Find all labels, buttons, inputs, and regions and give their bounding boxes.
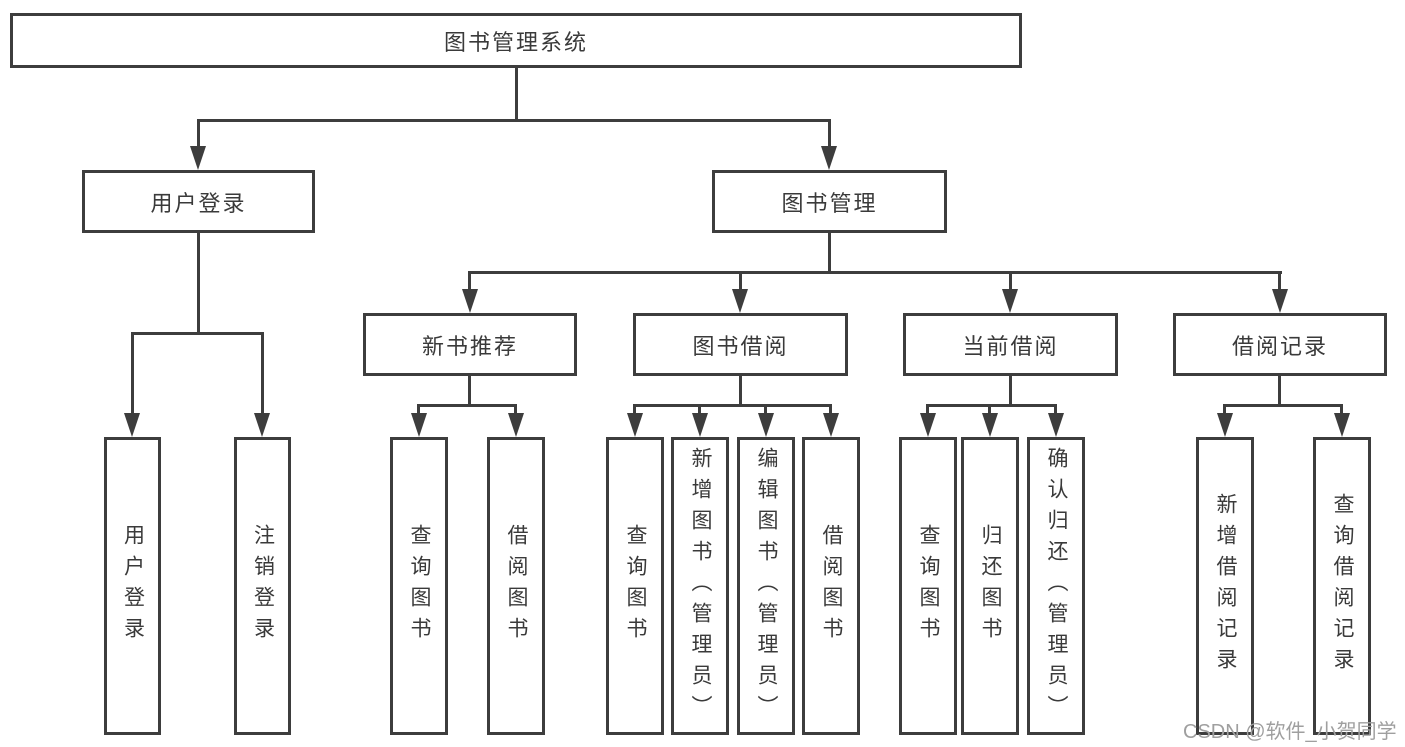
connector-book-mgmt-rail (468, 271, 1282, 274)
connector-drop (698, 404, 701, 417)
leaf-logout-label: 注销登录 (251, 524, 275, 648)
connector-drop (988, 404, 991, 417)
node-current-borrow-label: 当前借阅 (962, 333, 1059, 359)
node-book-management-label: 图书管理 (781, 190, 878, 216)
leaf-add-borrow-record-label: 新增借阅记录 (1214, 493, 1238, 679)
arrow-down-icon (920, 413, 936, 437)
connector-drop (926, 404, 929, 417)
connector-drop (829, 404, 832, 417)
arrow-down-icon (508, 413, 524, 437)
leaf-recommend-borrow-books-label: 借阅图书 (505, 524, 529, 648)
leaf-edit-books-admin-label: 编辑图书（管理员） (755, 446, 779, 726)
connector-book-borrow-stem (739, 376, 742, 407)
arrow-down-icon (124, 413, 140, 437)
connector-drop-book-mgmt (828, 119, 831, 151)
leaf-add-borrow-record: 新增借阅记录 (1196, 437, 1254, 735)
arrow-down-icon (692, 413, 708, 437)
leaf-confirm-return-admin-label: 确认归还（管理员） (1045, 446, 1069, 726)
leaf-recommend-query-books-label: 查询图书 (408, 524, 432, 648)
leaf-recommend-query-books: 查询图书 (390, 437, 448, 735)
leaf-borrow-query-books-label: 查询图书 (624, 524, 648, 648)
connector-new-book-rail (417, 404, 517, 407)
connector-drop-book-borrow (739, 271, 742, 293)
arrow-down-icon (1002, 289, 1018, 313)
node-new-book-recommend: 新书推荐 (363, 313, 577, 376)
arrow-down-icon (254, 413, 270, 437)
connector-drop (1223, 404, 1226, 417)
connector-current-borrow-stem (1009, 376, 1012, 407)
arrow-down-icon (1217, 413, 1233, 437)
node-current-borrow: 当前借阅 (903, 313, 1118, 376)
leaf-add-books-admin-label: 新增图书（管理员） (689, 446, 713, 726)
connector-drop-user-login (197, 119, 200, 151)
connector-drop-logout-leaf (261, 332, 264, 416)
leaf-borrow-query-books: 查询图书 (606, 437, 664, 735)
node-root-system: 图书管理系统 (10, 13, 1022, 68)
node-root-system-label: 图书管理系统 (443, 29, 588, 55)
arrow-down-icon (1272, 289, 1288, 313)
node-book-borrow: 图书借阅 (633, 313, 848, 376)
leaf-query-borrow-record: 查询借阅记录 (1313, 437, 1371, 735)
leaf-query-borrow-record-label: 查询借阅记录 (1331, 493, 1355, 679)
leaf-logout: 注销登录 (234, 437, 291, 735)
connector-borrow-records-rail (1223, 404, 1343, 407)
arrow-down-icon (1334, 413, 1350, 437)
connector-current-borrow-rail (926, 404, 1057, 407)
leaf-return-books-label: 归还图书 (979, 524, 1003, 648)
leaf-recommend-borrow-books: 借阅图书 (487, 437, 545, 735)
connector-drop (1340, 404, 1343, 417)
connector-root-rail (197, 119, 831, 122)
node-user-login-label: 用户登录 (150, 190, 247, 216)
arrow-down-icon (462, 289, 478, 313)
leaf-return-books: 归还图书 (961, 437, 1019, 735)
arrow-down-icon (758, 413, 774, 437)
leaf-user-login: 用户登录 (104, 437, 161, 735)
node-borrow-records-label: 借阅记录 (1231, 333, 1328, 359)
connector-book-mgmt-stem (828, 233, 831, 273)
connector-drop-login-leaf (131, 332, 134, 416)
connector-drop-borrow-records (1278, 271, 1281, 293)
connector-book-borrow-rail (633, 404, 832, 407)
connector-drop (417, 404, 420, 417)
connector-drop-new-book (468, 271, 471, 293)
connector-drop (1054, 404, 1057, 417)
leaf-confirm-return-admin: 确认归还（管理员） (1027, 437, 1085, 735)
arrow-down-icon (982, 413, 998, 437)
node-book-management: 图书管理 (712, 170, 947, 233)
arrow-down-icon (190, 146, 206, 170)
connector-drop (764, 404, 767, 417)
arrow-down-icon (823, 413, 839, 437)
arrow-down-icon (627, 413, 643, 437)
connector-drop-current-borrow (1009, 271, 1012, 293)
arrow-down-icon (821, 146, 837, 170)
connector-user-login-rail (131, 332, 264, 335)
arrow-down-icon (732, 289, 748, 313)
leaf-add-books-admin: 新增图书（管理员） (671, 437, 729, 735)
node-user-login: 用户登录 (82, 170, 315, 233)
connector-new-book-stem (468, 376, 471, 407)
connector-drop (633, 404, 636, 417)
arrow-down-icon (411, 413, 427, 437)
csdn-watermark: CSDN @软件_小贺同学 (1183, 721, 1397, 743)
leaf-borrow-books: 借阅图书 (802, 437, 860, 735)
connector-user-login-stem (197, 233, 200, 334)
node-book-borrow-label: 图书借阅 (692, 333, 789, 359)
leaf-current-query-books: 查询图书 (899, 437, 957, 735)
connector-root-stem (515, 68, 518, 121)
connector-borrow-records-stem (1278, 376, 1281, 407)
leaf-user-login-label: 用户登录 (121, 524, 145, 648)
connector-drop (514, 404, 517, 417)
leaf-borrow-books-label: 借阅图书 (820, 524, 844, 648)
node-borrow-records: 借阅记录 (1173, 313, 1387, 376)
node-new-book-recommend-label: 新书推荐 (421, 333, 518, 359)
arrow-down-icon (1048, 413, 1064, 437)
leaf-current-query-books-label: 查询图书 (917, 524, 941, 648)
leaf-edit-books-admin: 编辑图书（管理员） (737, 437, 795, 735)
